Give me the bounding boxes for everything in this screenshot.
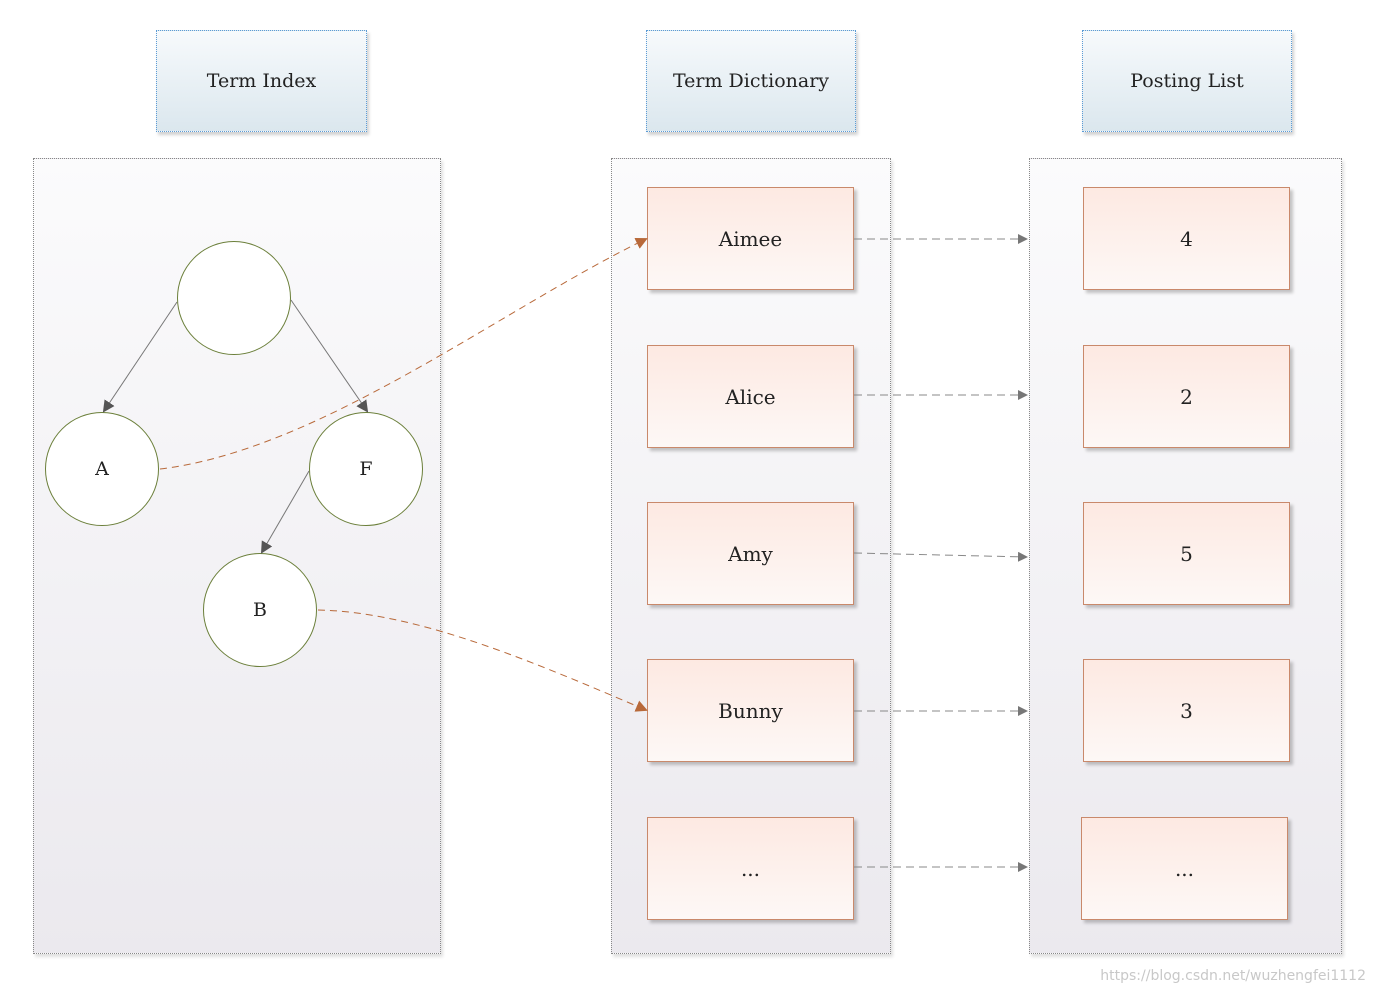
- posting-box-4: 3: [1083, 659, 1290, 762]
- posting-label: 3: [1180, 698, 1193, 723]
- posting-label: 4: [1180, 226, 1193, 251]
- term-label: Bunny: [718, 698, 783, 723]
- term-label: ...: [740, 856, 761, 881]
- tree-node-label: A: [95, 458, 109, 480]
- posting-box-5: ...: [1081, 817, 1288, 920]
- posting-box-1: 4: [1083, 187, 1290, 290]
- term-box-ellipsis: ...: [647, 817, 854, 920]
- tree-node-a: A: [45, 412, 159, 526]
- posting-list-title: Posting List: [1130, 70, 1244, 92]
- watermark: https://blog.csdn.net/wuzhengfei1112: [1100, 968, 1366, 984]
- posting-label: 5: [1180, 541, 1193, 566]
- term-label: Aimee: [718, 226, 783, 251]
- posting-label: ...: [1174, 856, 1195, 881]
- term-dictionary-header: Term Dictionary: [646, 30, 856, 132]
- tree-node-label: F: [359, 458, 373, 480]
- tree-node-label: B: [253, 599, 267, 621]
- term-box-amy: Amy: [647, 502, 854, 605]
- term-index-header: Term Index: [156, 30, 367, 132]
- term-box-aimee: Aimee: [647, 187, 854, 290]
- term-label: Alice: [725, 384, 776, 409]
- term-label: Amy: [728, 541, 773, 566]
- term-box-alice: Alice: [647, 345, 854, 448]
- tree-node-f: F: [309, 412, 423, 526]
- term-dictionary-title: Term Dictionary: [672, 70, 830, 92]
- posting-label: 2: [1180, 384, 1193, 409]
- tree-node-b: B: [203, 553, 317, 667]
- tree-node-root: [177, 241, 291, 355]
- posting-box-3: 5: [1083, 502, 1290, 605]
- posting-box-2: 2: [1083, 345, 1290, 448]
- term-box-bunny: Bunny: [647, 659, 854, 762]
- posting-list-header: Posting List: [1082, 30, 1292, 132]
- term-index-title: Term Index: [206, 70, 317, 92]
